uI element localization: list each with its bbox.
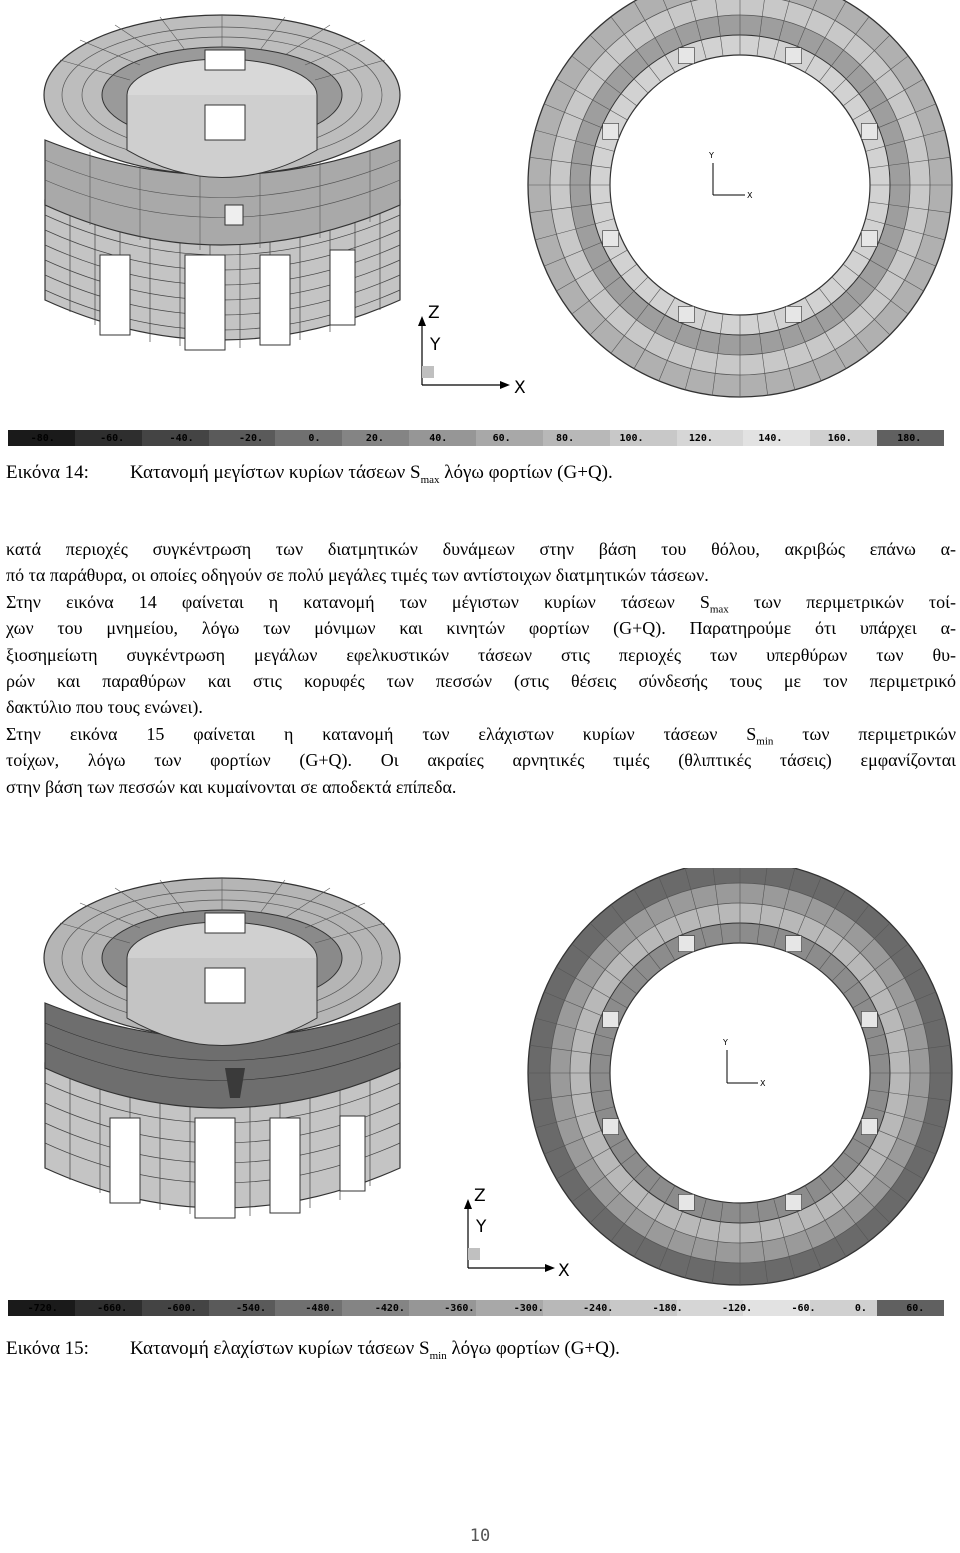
legend-swatch xyxy=(810,1300,878,1316)
legend-swatch xyxy=(409,1300,477,1316)
legend-swatch xyxy=(409,430,477,446)
svg-text:X: X xyxy=(558,1261,570,1281)
svg-text:Y: Y xyxy=(429,335,441,355)
svg-text:X: X xyxy=(514,378,526,398)
legend-swatch xyxy=(743,430,811,446)
legend-swatch xyxy=(743,1300,811,1316)
text-line: τοίχων, λόγω των φορτίων (G+Q). Οι ακραί… xyxy=(6,750,956,771)
legend-swatch xyxy=(877,430,945,446)
svg-text:Z: Z xyxy=(474,1186,486,1206)
svg-text:Z: Z xyxy=(428,303,440,323)
legend-swatch xyxy=(208,430,276,446)
body-paragraphs: κατά περιοχές συγκέντρωση των διατμητικώ… xyxy=(6,536,956,800)
figure-14-caption: Εικόνα 14:Κατανομή μεγίστων κυρίων τάσεω… xyxy=(6,462,613,486)
text-line: πό τα παράθυρα, οι οποίες οδηγούν σε πολ… xyxy=(6,565,709,586)
legend-swatch xyxy=(141,430,209,446)
color-legend-bar xyxy=(8,1300,945,1316)
small-axis-triad: Y X xyxy=(708,151,753,200)
legend-swatch xyxy=(476,430,543,446)
legend-swatch xyxy=(542,1300,610,1316)
legend-swatch xyxy=(8,430,75,446)
svg-text:X: X xyxy=(747,191,753,200)
legend-swatch xyxy=(342,1300,410,1316)
svg-text:Y: Y xyxy=(475,1217,487,1237)
figure-14-graphic: Y X Z Y X xyxy=(43,0,953,398)
caption-number: Εικόνα 15: xyxy=(6,1338,89,1359)
axis-triad: Z Y X xyxy=(464,1186,570,1281)
legend-swatch xyxy=(476,1300,543,1316)
text-line: χων του μνημείου, λόγω των μόνιμων και κ… xyxy=(6,618,956,639)
legend-swatch xyxy=(609,430,677,446)
legend-swatch xyxy=(877,1300,945,1316)
legend-swatch xyxy=(275,1300,343,1316)
color-legend-bar xyxy=(8,430,945,446)
legend-swatch xyxy=(8,1300,75,1316)
text-line: Στην εικόνα 15 φαίνεται η κατανομή των ε… xyxy=(6,723,957,748)
text-line: Στην εικόνα 14 φαίνεται η κατανομή των μ… xyxy=(6,591,956,616)
legend-swatch xyxy=(74,1300,142,1316)
text-line: ξιοσημείωτη συγκέντρωση μεγάλων εφελκυστ… xyxy=(6,644,956,665)
figure-15-graphic: Y X Z Y X xyxy=(43,868,953,1286)
plan-view-ring xyxy=(527,868,953,1286)
page-number: 10 xyxy=(469,1526,491,1546)
caption-number: Εικόνα 14: xyxy=(6,462,89,483)
svg-text:Y: Y xyxy=(708,151,714,160)
model-3d-view xyxy=(43,14,401,351)
text-line: δακτύλιο που τους ενώνει). xyxy=(6,697,203,718)
legend-swatch xyxy=(609,1300,677,1316)
legend-swatch xyxy=(342,430,410,446)
text-line: κατά περιοχές συγκέντρωση των διατμητικώ… xyxy=(6,539,956,559)
legend-swatch xyxy=(141,1300,209,1316)
svg-text:X: X xyxy=(760,1079,766,1088)
figure-14: Y X Z Y X -80.-60.-40.-20.0.20.40.60.80.… xyxy=(0,0,960,450)
legend-swatch xyxy=(74,430,142,446)
figure-15-caption: Εικόνα 15:Κατανομή ελαχίστων κυρίων τάσε… xyxy=(6,1338,620,1362)
text-line: ρών και παραθύρων και στις κορυφές των π… xyxy=(6,671,956,692)
legend-swatch xyxy=(275,430,343,446)
legend-swatch xyxy=(676,1300,744,1316)
legend-swatch xyxy=(810,430,878,446)
small-axis-triad: Y X xyxy=(722,1038,766,1088)
svg-text:Y: Y xyxy=(722,1038,728,1047)
legend-swatch xyxy=(542,430,610,446)
text-line: στην βάση των πεσσών και κυμαίνονται σε … xyxy=(6,776,457,797)
legend-swatch xyxy=(208,1300,276,1316)
plan-view-ring xyxy=(527,0,953,398)
model-3d-view xyxy=(43,877,401,1219)
figure-15: Y X Z Y X -720.-660.-600.-540.-480.-420.… xyxy=(0,868,960,1320)
axis-triad: Z Y X xyxy=(418,303,526,398)
legend-swatch xyxy=(676,430,744,446)
